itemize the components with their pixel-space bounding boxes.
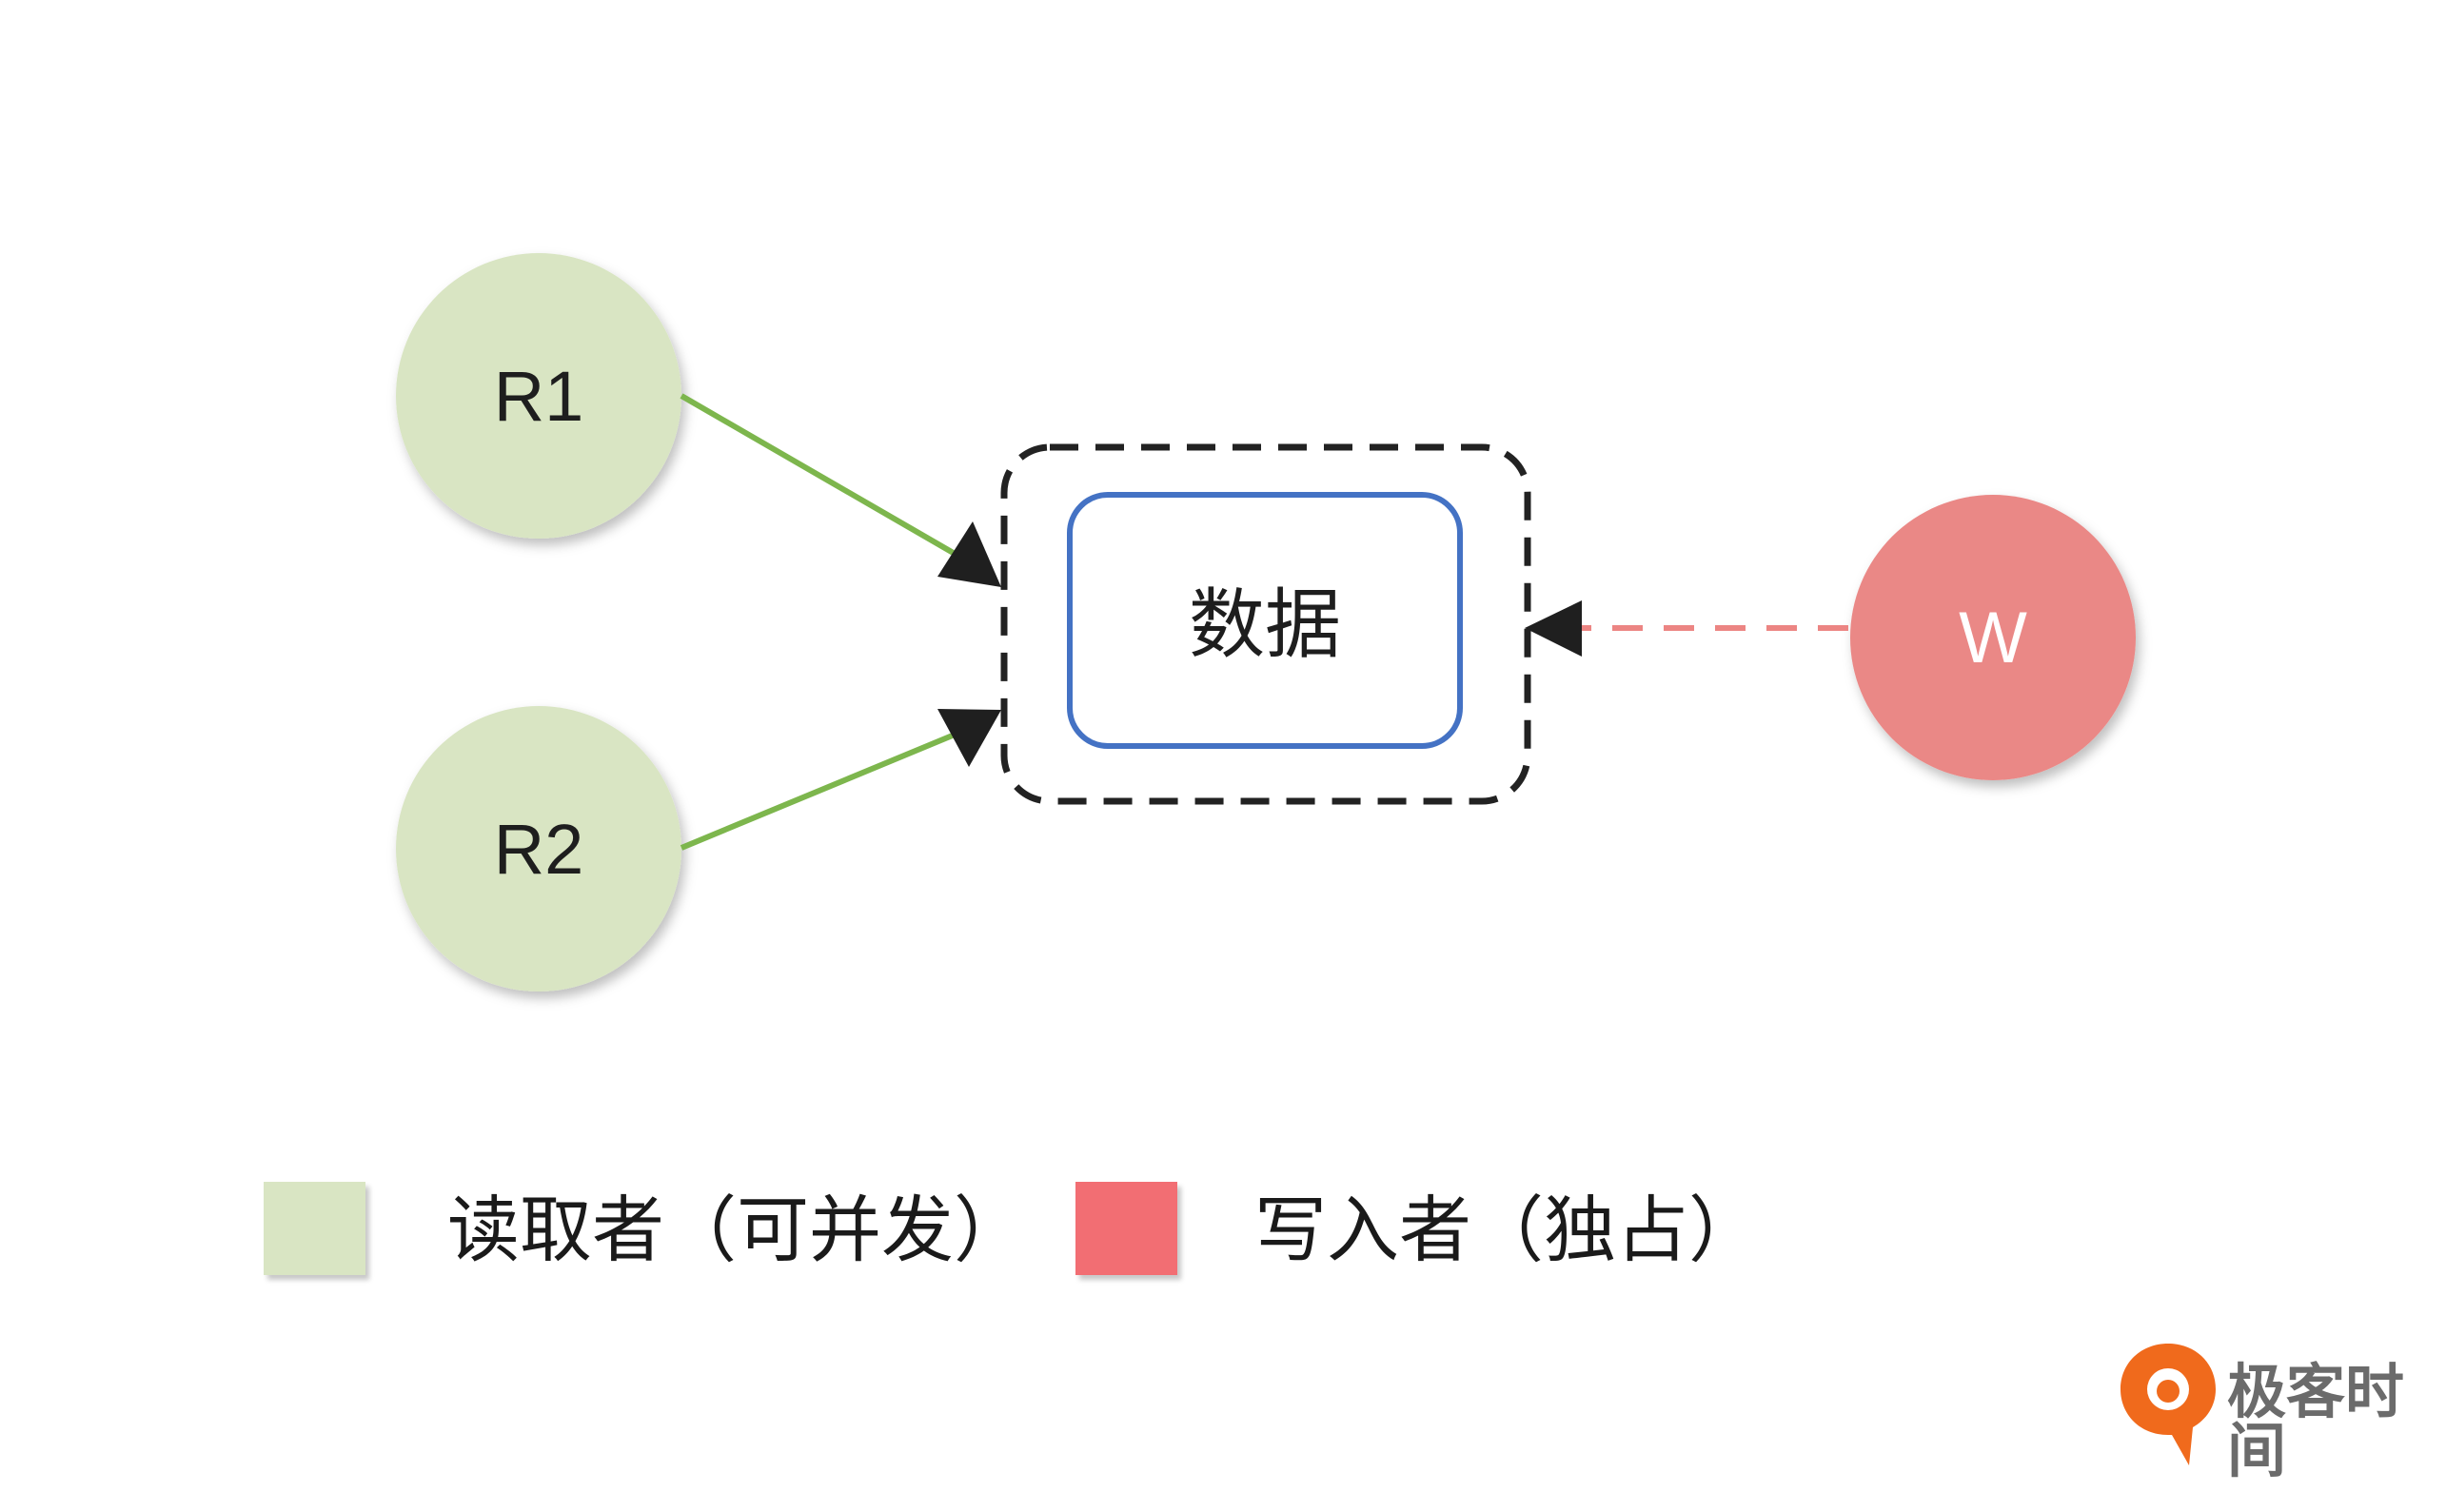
legend-writer-swatch [1075,1182,1177,1275]
legend-reader-label: 读取者（可并发） [447,1188,1026,1272]
reader-node-r1 [396,253,681,539]
writer-node-w [1850,495,2136,780]
geektime-logo-icon [2121,1344,2216,1465]
data-box [1067,492,1463,749]
w-label: W [1959,597,2027,678]
edge-r1-to-data [680,393,958,558]
arrowhead-r2 [937,709,1001,767]
r1-label: R1 [493,356,584,436]
arrowhead-w [1525,600,1582,657]
brand-name: 极客时间 [2227,1357,2405,1485]
arrowhead-r1 [937,521,1001,587]
legend-writer-label: 写入者（独占） [1254,1188,1761,1272]
lock-boundary [1000,443,1531,805]
brand: 极客时间 [2218,1363,2446,1481]
data-label: 数据 [1189,580,1341,669]
reader-node-r2 [396,706,681,992]
legend-reader-swatch [264,1182,365,1275]
edge-r2-to-data [680,732,957,851]
r2-label: R2 [493,809,584,889]
